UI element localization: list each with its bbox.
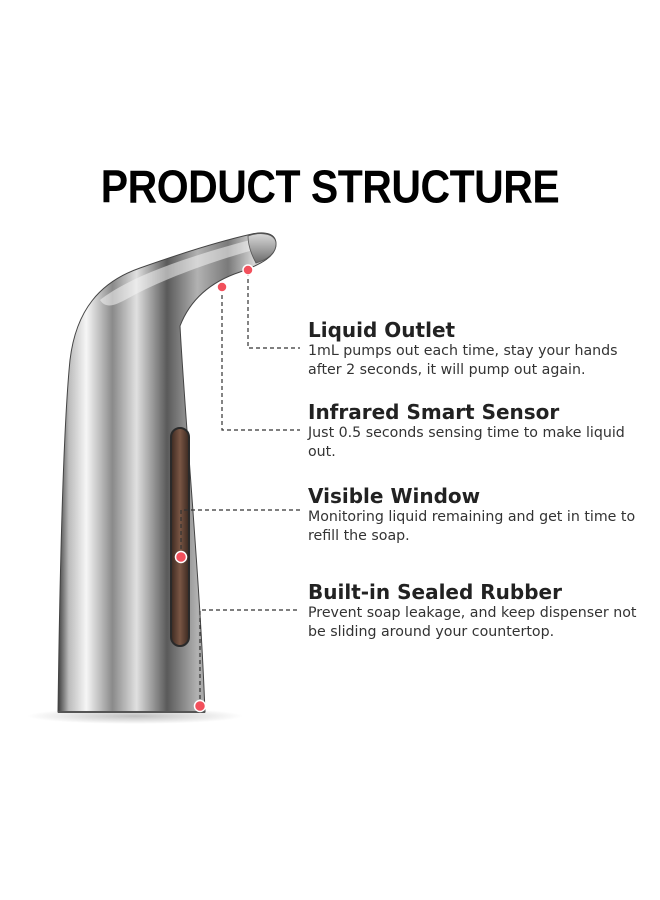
feature-description: Just 0.5 seconds sensing time to make li… bbox=[308, 425, 625, 460]
page-title: PRODUCT STRUCTURE bbox=[100, 161, 560, 213]
feature-description: Monitoring liquid remaining and get in t… bbox=[308, 509, 636, 544]
marker-visible-window bbox=[174, 550, 188, 564]
feature-description: 1mL pumps out each time, stay your hands… bbox=[308, 343, 618, 378]
feature-visible-window: Visible Window Monitoring liquid remaini… bbox=[308, 484, 648, 546]
feature-sealed-rubber: Built-in Sealed Rubber Prevent soap leak… bbox=[308, 580, 648, 642]
dispenser-nozzle bbox=[247, 233, 277, 264]
marker-infrared-sensor bbox=[216, 281, 228, 293]
leader-sealed-rubber bbox=[199, 609, 300, 706]
feature-title: Built-in Sealed Rubber bbox=[308, 580, 562, 604]
feature-title: Liquid Outlet bbox=[308, 318, 456, 342]
dispenser-neck-highlight bbox=[100, 238, 269, 306]
markers bbox=[174, 264, 254, 713]
leader-infrared-sensor bbox=[221, 288, 300, 431]
leader-visible-window bbox=[180, 509, 300, 556]
feature-liquid-outlet: Liquid Outlet 1mL pumps out each time, s… bbox=[308, 318, 648, 380]
leader-lines bbox=[180, 272, 300, 706]
feature-description: Prevent soap leakage, and keep dispenser… bbox=[308, 605, 637, 640]
marker-sealed-rubber bbox=[193, 699, 207, 713]
leader-liquid-outlet bbox=[247, 272, 300, 349]
visible-window bbox=[170, 427, 190, 647]
feature-title: Infrared Smart Sensor bbox=[308, 400, 560, 424]
feature-infrared-sensor: Infrared Smart Sensor Just 0.5 seconds s… bbox=[308, 400, 648, 462]
dispenser-body bbox=[57, 232, 277, 713]
marker-liquid-outlet bbox=[242, 264, 254, 276]
feature-title: Visible Window bbox=[308, 484, 481, 508]
